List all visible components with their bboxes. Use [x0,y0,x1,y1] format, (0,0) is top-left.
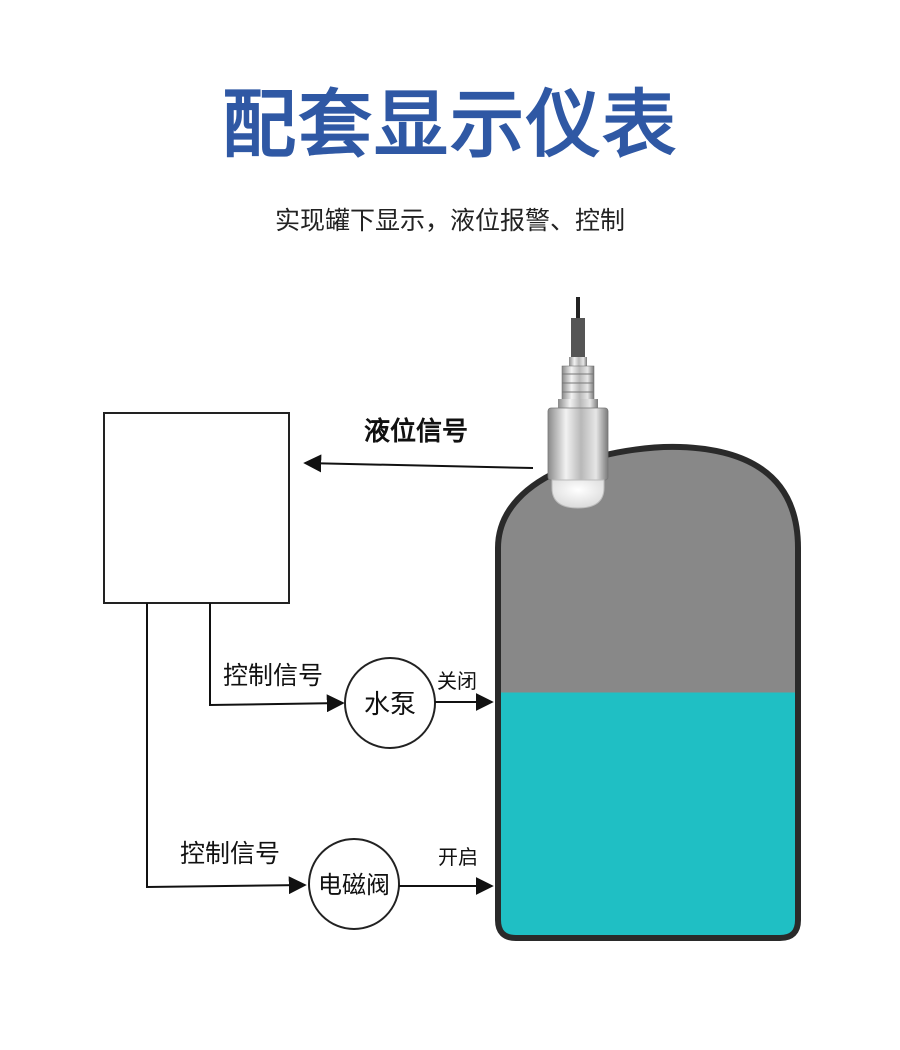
display-instrument-box [103,412,290,604]
pump-action-label: 关闭 [437,669,477,693]
tank-liquid [498,692,798,938]
valve-control-signal-label: 控制信号 [180,839,280,868]
level-sensor [547,297,609,509]
page-title: 配套显示仪表 [222,82,678,168]
pump-control-signal-label: 控制信号 [223,661,323,690]
valve-circle [308,838,400,930]
level-signal-label: 液位信号 [364,416,468,447]
page-subtitle: 实现罐下显示，液位报警、控制 [274,206,625,235]
valve-action-label: 开启 [438,845,478,869]
pump-control-line [209,603,345,713]
valve-control-line [146,603,307,895]
tank [495,443,801,941]
valve-label: 电磁阀 [318,871,390,899]
level-signal-arrow [303,454,534,473]
pump-label: 水泵 [364,690,416,720]
